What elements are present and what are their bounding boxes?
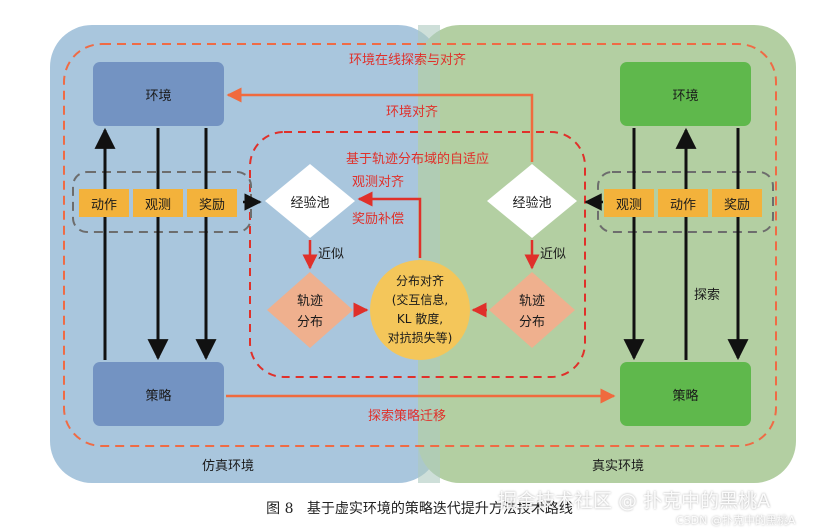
watermark-sub: CSDN @扑克中的黑桃A	[676, 514, 796, 527]
figure-caption: 图 8 基于虚实环境的策略迭代提升方法技术路线	[0, 498, 839, 518]
inner-loop-label: 基于轨迹分布域的自适应	[346, 152, 490, 167]
right-explore-label: 探索	[694, 288, 721, 303]
right-traj-label-2: 分布	[518, 314, 545, 330]
right-tag-action: 动作	[669, 197, 696, 213]
center-line-2: (交互信息,	[391, 293, 449, 307]
left-traj-diamond	[267, 272, 353, 348]
outer-loop-label: 环境在线探索与对齐	[349, 53, 467, 68]
left-tag-observation: 观测	[144, 197, 171, 213]
right-traj-label-1: 轨迹	[518, 293, 545, 309]
center-to-pool-arrow	[357, 191, 422, 258]
left-pool-diamond	[265, 164, 355, 238]
env-align-arrow	[226, 87, 534, 162]
left-approx-label: 近似	[318, 247, 345, 262]
left-policy-label: 策略	[145, 388, 172, 404]
watermark-main: 掘金技术社区 @ 扑克中的黑桃A	[498, 490, 771, 512]
sim-region-label: 仿真环境	[202, 459, 255, 474]
right-tag-reward: 奖励	[723, 197, 750, 213]
inner-loop-border	[249, 131, 586, 378]
left-env-box	[93, 62, 224, 126]
figure-number: 图 8	[266, 501, 294, 517]
right-policy-box	[620, 362, 751, 426]
left-pool-label: 经验池	[290, 195, 330, 211]
right-env-label: 环境	[672, 88, 699, 104]
right-tag-bg-2	[658, 189, 708, 217]
center-line-4: 对抗损失等)	[387, 331, 453, 345]
right-tag-bg-1	[604, 189, 654, 217]
left-tag-bg-2	[133, 189, 183, 217]
sim-region-overlap	[418, 25, 440, 483]
right-pool-diamond	[487, 164, 577, 238]
left-tag-bg-3	[187, 189, 237, 217]
left-policy-box	[93, 362, 224, 426]
center-circle	[370, 260, 470, 360]
figure-title: 基于虚实环境的策略迭代提升方法技术路线	[306, 501, 573, 517]
left-tag-reward: 奖励	[198, 197, 225, 213]
left-env-label: 环境	[145, 88, 172, 104]
left-traj-label-1: 轨迹	[296, 293, 323, 309]
explore-transfer-label: 探索策略迁移	[368, 409, 447, 424]
center-line-1: 分布对齐	[395, 274, 444, 288]
env-align-label: 环境对齐	[386, 105, 439, 120]
right-env-box	[620, 62, 751, 126]
right-pool-label: 经验池	[512, 195, 552, 211]
outer-loop-border	[63, 43, 777, 447]
real-region-label: 真实环境	[592, 459, 645, 474]
right-approx-label: 近似	[540, 247, 567, 262]
left-tag-bg-1	[79, 189, 129, 217]
right-policy-label: 策略	[672, 388, 699, 404]
center-line-3: KL 散度,	[396, 312, 444, 326]
obs-align-label: 观测对齐	[352, 175, 405, 190]
right-traj-diamond	[489, 272, 575, 348]
right-tag-bg-3	[712, 189, 762, 217]
reward-comp-label: 奖励补偿	[352, 212, 405, 227]
left-tag-action: 动作	[90, 197, 117, 213]
left-traj-label-2: 分布	[296, 314, 323, 330]
right-tag-observation: 观测	[615, 197, 642, 213]
